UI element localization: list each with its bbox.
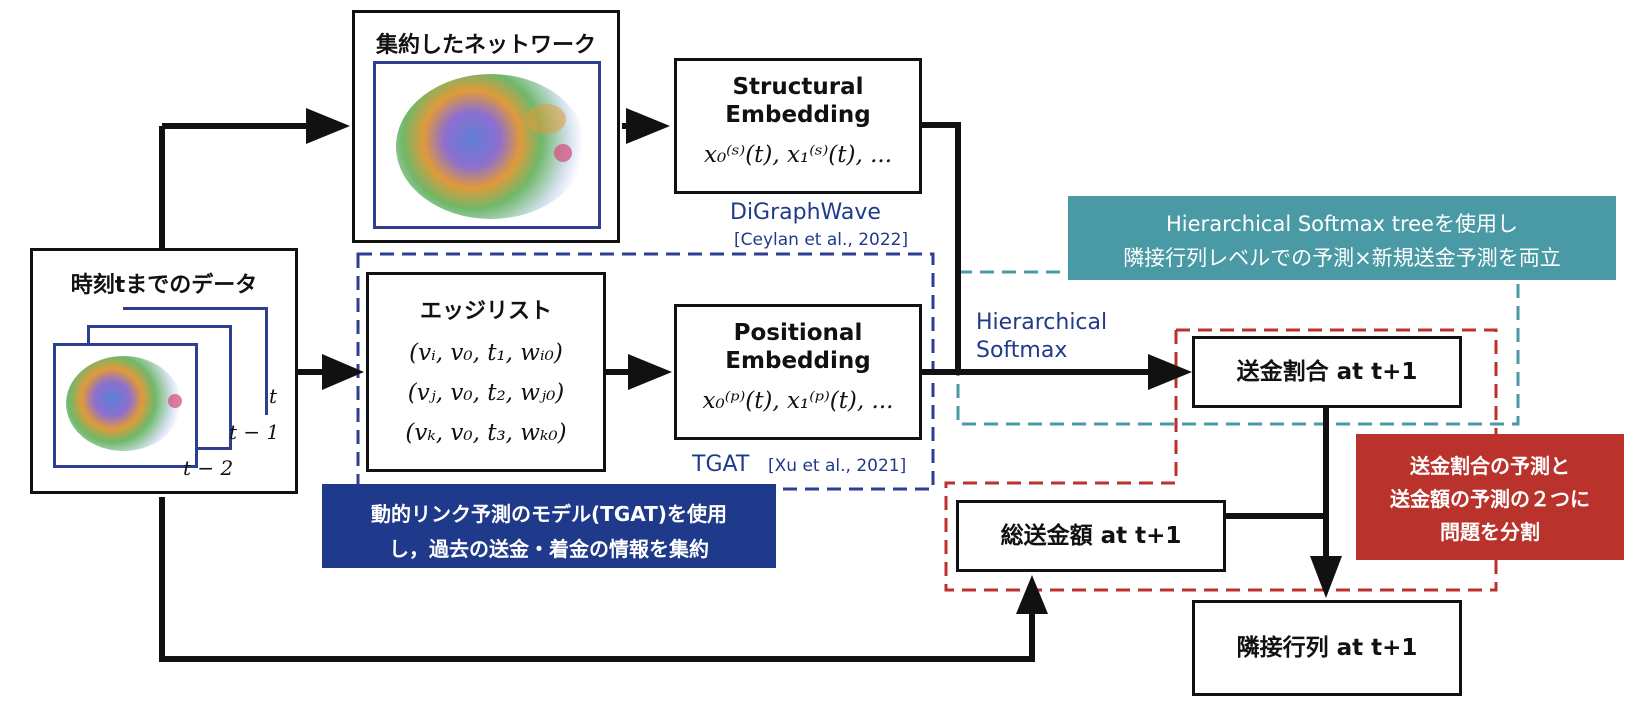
arrow-to-ratio [920, 354, 1192, 390]
total-label: 総送金額 at t+1 [1000, 523, 1182, 549]
structural-embedding-box: Structural Embedding x₀⁽ˢ⁾(t), x₁⁽ˢ⁾(t),… [674, 58, 922, 194]
tgat-label: TGAT [692, 452, 750, 477]
teal-note: Hierarchical Softmax treeを使用し 隣接行列レベルでの予… [1068, 196, 1616, 280]
structural-to-merge [922, 122, 961, 372]
red-note-line3: 問題を分割 [1440, 520, 1540, 544]
snapshot-frame-t [123, 307, 268, 415]
navy-note-line1: 動的リンク予測のモデル(TGAT)を使用 [371, 502, 727, 526]
adjacency-box: 隣接行列 at t+1 [1192, 600, 1462, 696]
red-note-line2: 送金額の予測の２つに [1390, 487, 1590, 511]
tgat-cite: [Xu et al., 2021] [768, 456, 907, 476]
bottom-loop [159, 497, 1035, 662]
digraphwave-cite: [Ceylan et al., 2022] [734, 230, 909, 250]
ratio-label: 送金割合 at t+1 [1236, 359, 1418, 385]
edgelist-title: エッジリスト [419, 299, 552, 324]
red-note: 送金割合の予測と 送金額の予測の２つに 問題を分割 [1356, 434, 1624, 560]
teal-note-line1: Hierarchical Softmax treeを使用し [1166, 212, 1518, 236]
digraphwave-label: DiGraphWave [730, 200, 881, 225]
time-data-title: 時刻tまでのデータ [70, 273, 258, 298]
edgelist-row-1: (vᵢ, v₀, t₁, wᵢ₀) [409, 340, 563, 366]
structural-formula: x₀⁽ˢ⁾(t), x₁⁽ˢ⁾(t), ... [703, 142, 893, 168]
positional-title-line1: Positional [733, 320, 863, 346]
aggregated-network-box: 集約したネットワーク [352, 10, 620, 243]
positional-embedding-box: Positional Embedding x₀⁽ᵖ⁾(t), x₁⁽ᵖ⁾(t),… [674, 304, 922, 440]
frame-label-t-minus-1: t − 1 [229, 420, 280, 444]
arrow-to-positional [604, 354, 672, 390]
edgelist-row-2: (vⱼ, v₀, t₂, wⱼ₀) [407, 380, 565, 406]
navy-note: 動的リンク予測のモデル(TGAT)を使用 し，過去の送金・着金の情報を集約 [322, 484, 776, 568]
arrow-to-edgelist [298, 354, 364, 390]
arrow-to-adjacency [1310, 556, 1342, 598]
arrow-to-total [1016, 575, 1048, 614]
positional-title-line2: Embedding [725, 348, 871, 374]
frame-label-t: t [269, 384, 278, 408]
teal-note-line2: 隣接行列レベルでの予測×新規送金予測を両立 [1123, 246, 1561, 270]
edgelist-box: エッジリスト (vᵢ, v₀, t₁, wᵢ₀) (vⱼ, v₀, t₂, wⱼ… [366, 272, 606, 472]
positional-formula: x₀⁽ᵖ⁾(t), x₁⁽ᵖ⁾(t), ... [702, 388, 894, 414]
red-note-line1: 送金割合の予測と [1410, 454, 1570, 478]
ratio-box: 送金割合 at t+1 [1192, 336, 1462, 408]
snapshot-frame-t-minus-2 [53, 343, 198, 468]
edgelist-row-3: (vₖ, v₀, t₃, wₖ₀) [405, 420, 567, 446]
adjacency-label: 隣接行列 at t+1 [1236, 635, 1418, 661]
aggregated-network-title: 集約したネットワーク [375, 33, 596, 58]
navy-note-line2: し，過去の送金・着金の情報を集約 [389, 537, 709, 561]
frame-label-t-minus-2: t − 2 [183, 456, 234, 480]
aggregated-network-image [373, 61, 601, 229]
arrow-to-structural [622, 108, 670, 144]
arrow-to-aggregated [162, 108, 350, 144]
hier-softmax-line2: Softmax [976, 338, 1068, 363]
hier-softmax-line1: Hierarchical [976, 310, 1108, 335]
red-dashed-region [944, 328, 1498, 592]
structural-title-line1: Structural [732, 74, 864, 100]
structural-title-line2: Embedding [725, 102, 871, 128]
time-data-box: 時刻tまでのデータ t t − 1 t − 2 [30, 248, 298, 494]
total-box: 総送金額 at t+1 [956, 500, 1226, 572]
